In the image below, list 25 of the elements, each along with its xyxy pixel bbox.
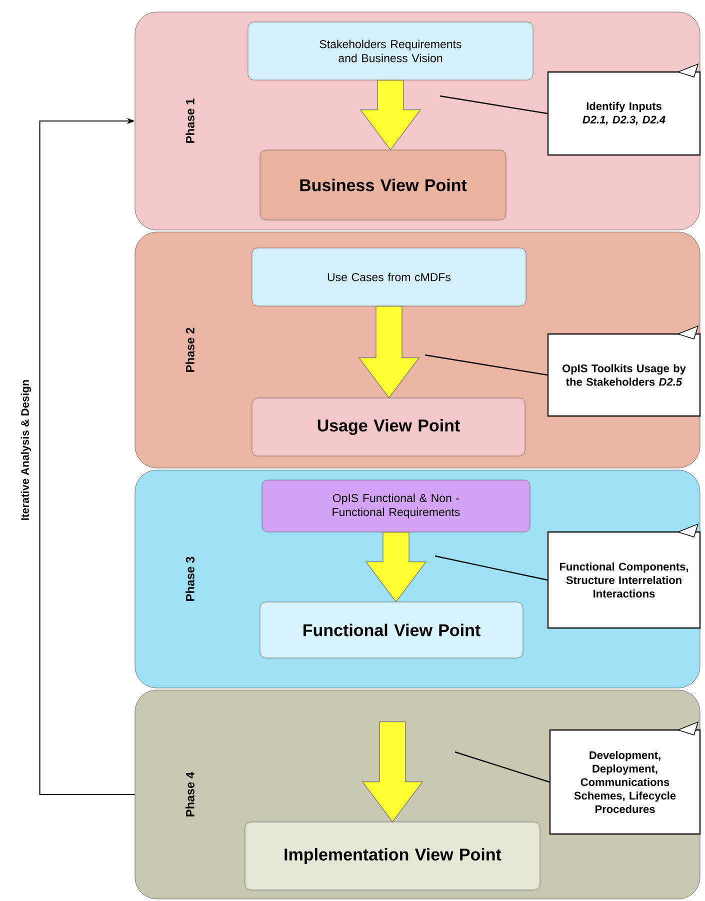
input-box: OpIS Functional & Non - Functional Requirements [262, 480, 530, 532]
input-box: Stakeholders Requirements and Business Vision [248, 22, 534, 80]
block-arrow [358, 306, 420, 398]
phase-label: Phase 3 [186, 556, 194, 601]
block-arrow [365, 532, 427, 602]
block-arrow [360, 80, 422, 150]
block-arrow [362, 722, 424, 822]
viewpoint-box: Usage View Point [252, 398, 526, 456]
callout-box: Identify Inputs D2.1, D2.3, D2.4 [547, 63, 701, 156]
feedback-arrow [39, 118, 136, 795]
leader-line [454, 751, 550, 783]
viewpoint-box: Functional View Point [260, 602, 524, 658]
input-box: Use Cases from cMDFs [252, 248, 526, 306]
callout-box: OpIS Toolkits Usage by the Stakeholders D2.5 [547, 325, 701, 417]
leader-line [424, 354, 548, 376]
viewpoint-box: Implementation View Point [244, 822, 540, 890]
viewpoint-box: Business View Point [260, 150, 506, 220]
edge-label: Iterative Analysis & Design [18, 377, 34, 523]
leader-line [434, 555, 548, 581]
phase-label: Phase 2 [186, 328, 194, 372]
leader-line [440, 95, 548, 114]
callout-box: Development, Deployment, Communications Schemes, Lifecycle Procedures [549, 721, 701, 835]
phase-label: Phase 1 [186, 98, 194, 143]
phase-label: Phase 4 [186, 772, 194, 816]
callout-box: Functional Components, Structure Interrelation Interactions [547, 523, 701, 629]
